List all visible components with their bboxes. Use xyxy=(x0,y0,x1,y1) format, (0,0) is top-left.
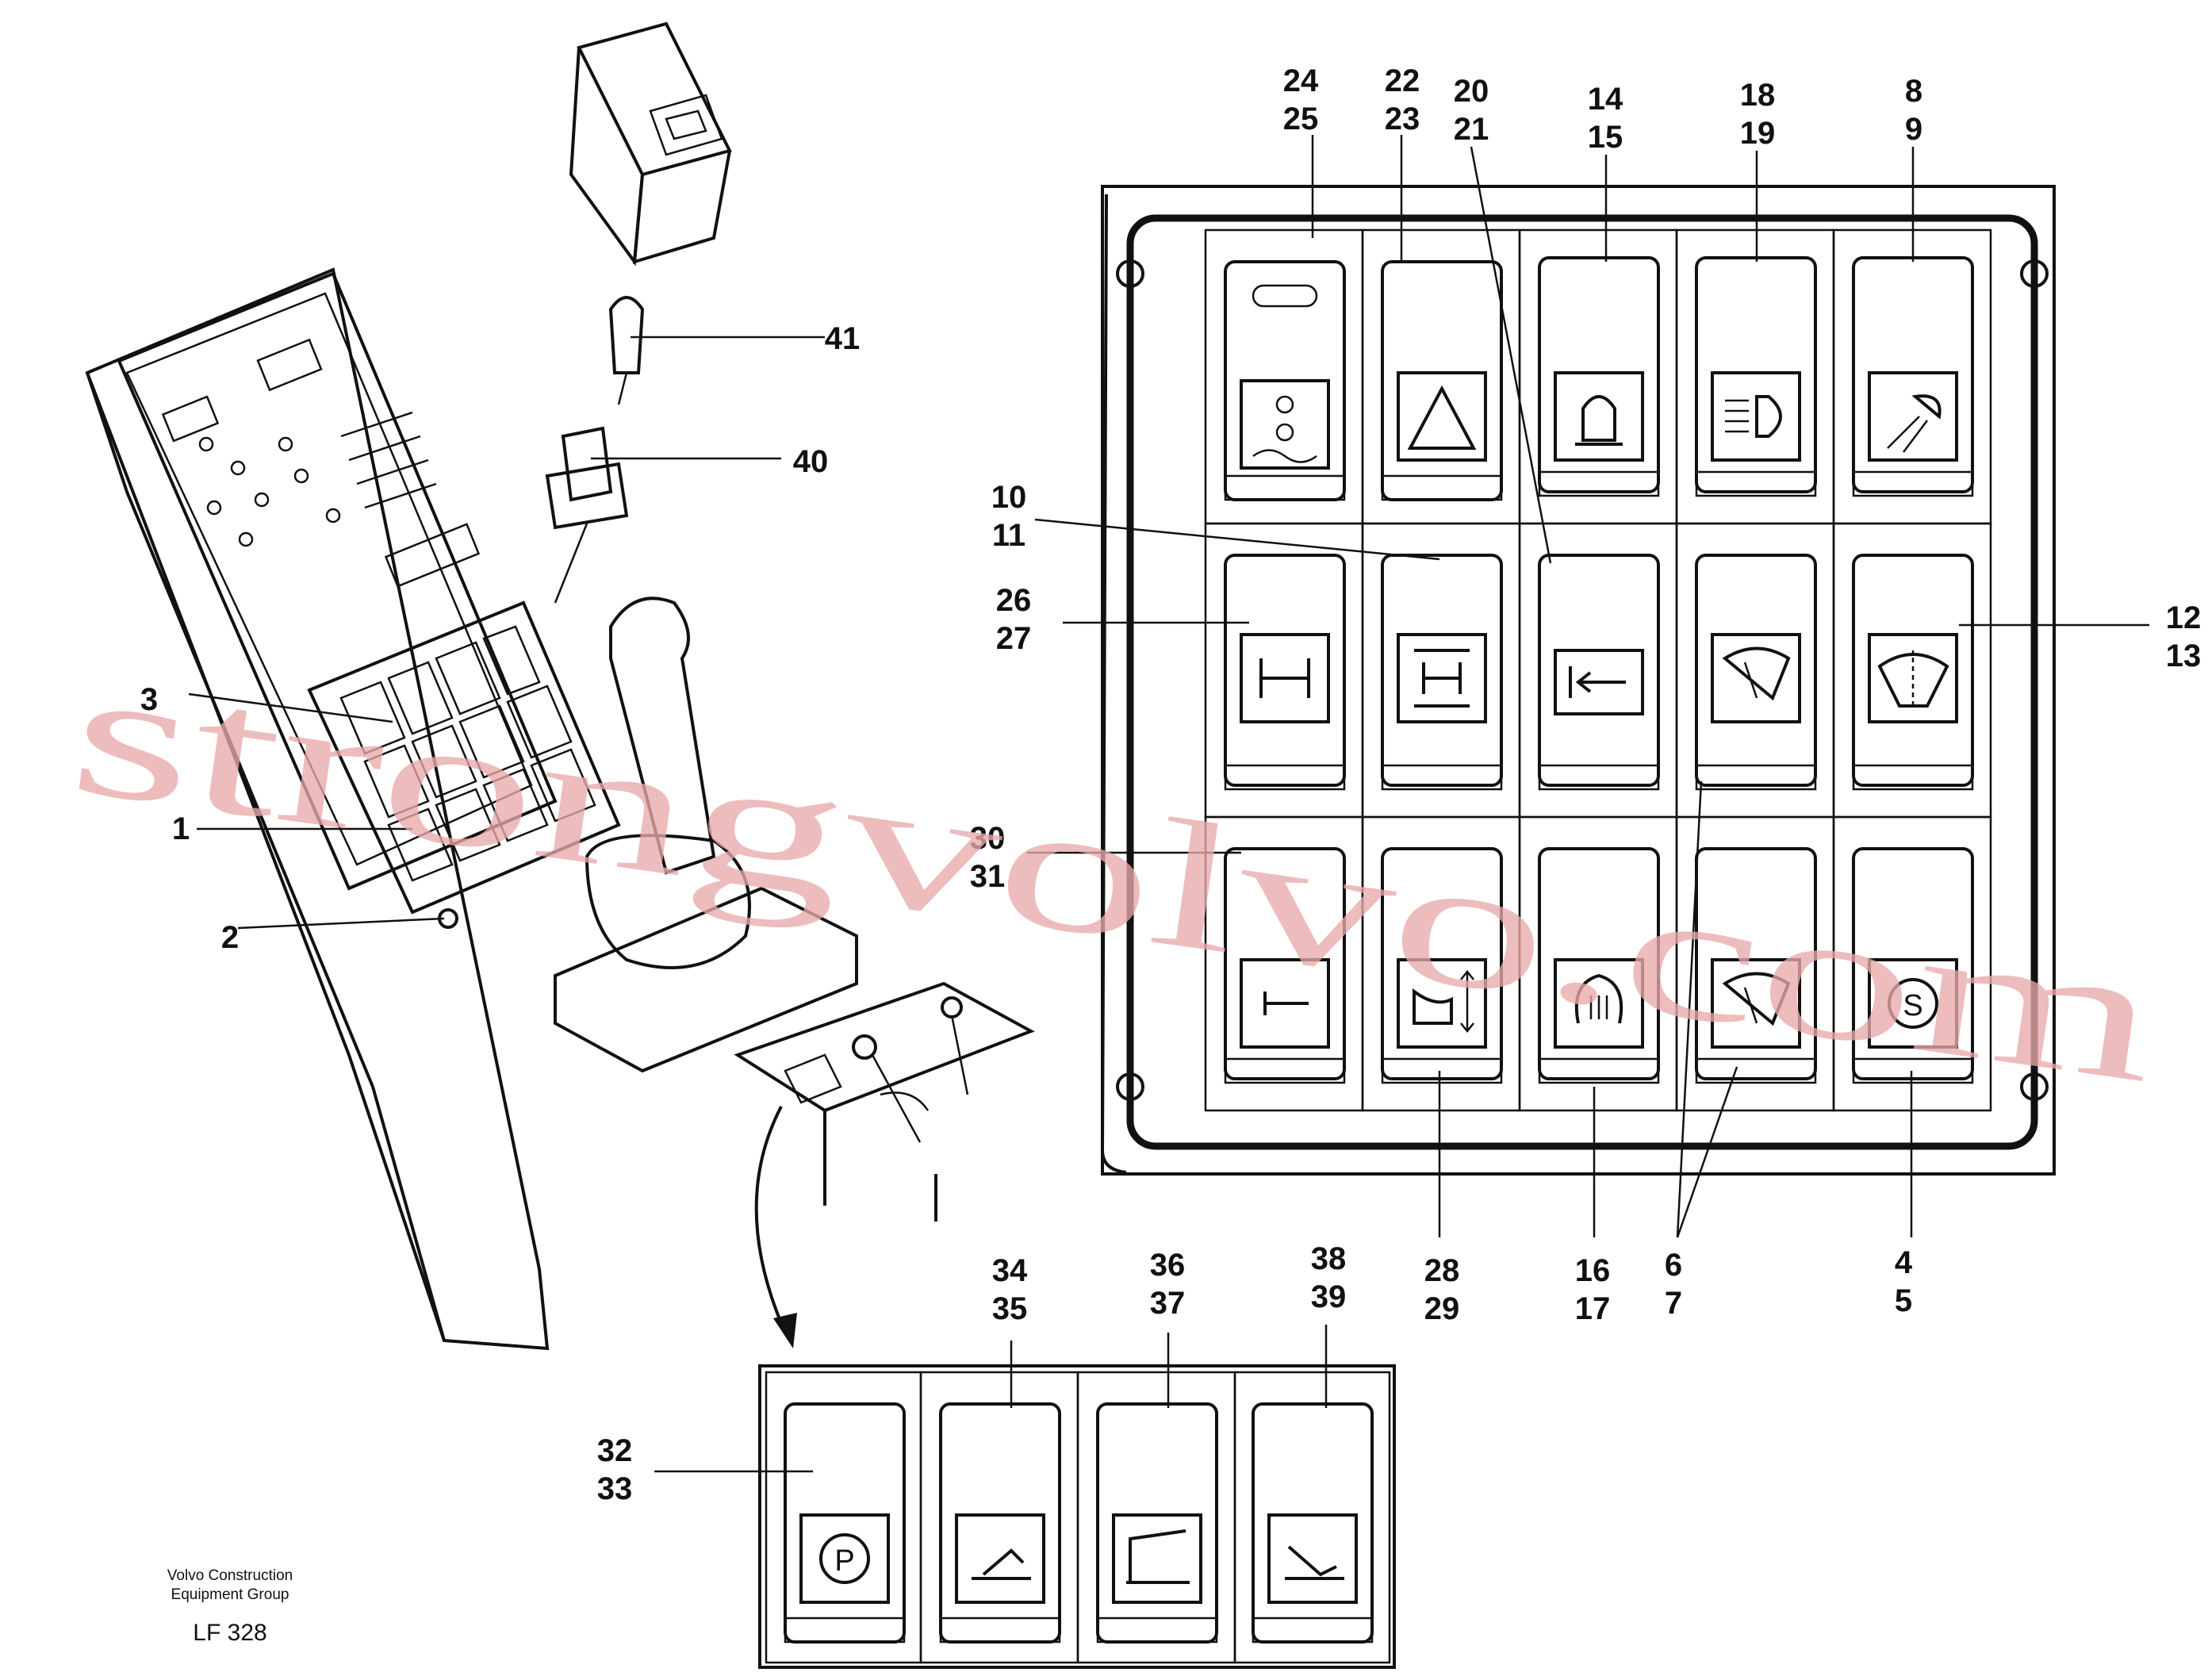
pedal-lock-icon xyxy=(1285,1545,1344,1580)
callout-4: 4 xyxy=(1895,1245,1913,1280)
callout-7: 7 xyxy=(1665,1286,1682,1321)
callout-15: 15 xyxy=(1588,120,1623,155)
callout-2: 2 xyxy=(221,920,239,955)
callout-40: 40 xyxy=(793,444,829,479)
company-line-1: Volvo Construction xyxy=(167,1567,293,1584)
switch-4-5: S xyxy=(1852,847,1974,1084)
callout-28: 28 xyxy=(1424,1253,1460,1288)
callout-33: 33 xyxy=(597,1471,633,1506)
switch-30-31 xyxy=(1224,847,1346,1084)
switch-26-27 xyxy=(1224,554,1346,791)
callout-6: 6 xyxy=(1665,1248,1682,1283)
callout-16: 16 xyxy=(1575,1253,1611,1288)
callout-35: 35 xyxy=(992,1291,1028,1326)
arrow-left-icon xyxy=(1569,666,1626,698)
callout-19: 19 xyxy=(1740,116,1776,151)
switch-10-11 xyxy=(1381,554,1503,791)
bulb-41 xyxy=(608,296,645,405)
callout-22: 22 xyxy=(1385,63,1420,98)
callout-10: 10 xyxy=(991,480,1027,515)
parking-brake-icon xyxy=(819,1533,870,1584)
callout-3: 3 xyxy=(140,682,158,717)
company-line-2: Equipment Group xyxy=(171,1586,289,1603)
switch-12-13 xyxy=(1852,554,1974,791)
axle-lock-icon xyxy=(1259,658,1310,698)
beacon-icon xyxy=(1575,395,1623,446)
main-switch-panel: S xyxy=(1100,185,2056,1176)
callout-27: 27 xyxy=(996,621,1032,656)
callout-34: 34 xyxy=(992,1253,1028,1288)
drawing-code: LF 328 xyxy=(193,1620,266,1646)
differential-lock-icon xyxy=(1414,649,1470,708)
hazard-warning-icon xyxy=(1407,385,1477,450)
callout-13: 13 xyxy=(2166,639,2202,673)
callout-5: 5 xyxy=(1895,1283,1912,1318)
dozer-blade-icon xyxy=(1126,1529,1190,1584)
callout-9: 9 xyxy=(1905,112,1922,147)
callout-labels: 24 25 22 23 20 21 14 15 18 19 8 9 10 11 … xyxy=(140,63,2201,1506)
callout-29: 29 xyxy=(1424,1291,1460,1326)
hammer-icon xyxy=(1263,992,1309,1015)
callout-21: 21 xyxy=(1454,112,1489,147)
boom-float-icon xyxy=(1413,988,1453,1025)
callout-25: 25 xyxy=(1283,102,1319,136)
winch-icon xyxy=(1240,379,1330,470)
lever-plate xyxy=(734,981,1035,1222)
callout-18: 18 xyxy=(1740,78,1776,113)
switch-8-9 xyxy=(1852,256,1974,497)
switch-6-7-upper xyxy=(1695,554,1817,791)
footer: Volvo Construction Equipment Group LF 32… xyxy=(167,1567,293,1646)
switch-36-37 xyxy=(1096,1402,1218,1644)
switch-14-15 xyxy=(1538,256,1660,497)
callout-32: 32 xyxy=(597,1433,633,1468)
callout-12: 12 xyxy=(2166,600,2202,635)
rear-wiper-icon xyxy=(1877,653,1949,708)
switch-32-33: P xyxy=(784,1402,906,1644)
rear-defrost-icon xyxy=(1574,973,1623,1024)
callout-37: 37 xyxy=(1150,1286,1186,1321)
svg-text:P: P xyxy=(834,1544,854,1578)
pedal-icon xyxy=(972,1548,1031,1580)
detail-arrow xyxy=(754,1106,797,1348)
switch-20-21 xyxy=(1538,554,1660,791)
leader-lines xyxy=(188,135,2149,1473)
callout-20: 20 xyxy=(1454,74,1489,109)
exploded-rocker-switch xyxy=(569,21,732,267)
switch-6-7-lower xyxy=(1695,847,1817,1084)
switch-16-17 xyxy=(1538,847,1660,1084)
switch-22-23 xyxy=(1381,260,1503,501)
work-light-icon xyxy=(1911,394,1942,420)
callout-36: 36 xyxy=(1150,1248,1186,1283)
switch-38-39 xyxy=(1252,1402,1374,1644)
console-switch-grid xyxy=(307,600,621,929)
bulb-holder-40 xyxy=(545,426,629,604)
front-wiper-icon xyxy=(1722,972,1791,1026)
callout-8: 8 xyxy=(1905,74,1922,109)
callout-31: 31 xyxy=(970,859,1006,894)
headlight-icon xyxy=(1755,395,1782,438)
switch-24-25 xyxy=(1224,260,1346,501)
joystick xyxy=(554,596,858,1073)
callout-30: 30 xyxy=(970,821,1006,856)
callout-39: 39 xyxy=(1311,1279,1347,1314)
callout-17: 17 xyxy=(1575,1291,1611,1326)
wiper-icon xyxy=(1722,646,1791,701)
callout-23: 23 xyxy=(1385,102,1420,136)
switch-28-29 xyxy=(1381,847,1503,1084)
callout-1: 1 xyxy=(172,811,190,846)
callout-38: 38 xyxy=(1311,1241,1347,1276)
callout-41: 41 xyxy=(825,321,861,356)
svg-text:S: S xyxy=(1903,989,1922,1022)
switch-34-35 xyxy=(939,1402,1061,1644)
callout-11: 11 xyxy=(992,518,1025,553)
callout-24: 24 xyxy=(1283,63,1319,98)
console-assembly xyxy=(85,267,1035,1351)
bottom-switch-strip: P xyxy=(758,1364,1396,1669)
service-brake-icon xyxy=(1888,978,1938,1029)
switch-18-19 xyxy=(1695,256,1817,497)
callout-14: 14 xyxy=(1588,82,1623,117)
callout-26: 26 xyxy=(996,583,1032,618)
